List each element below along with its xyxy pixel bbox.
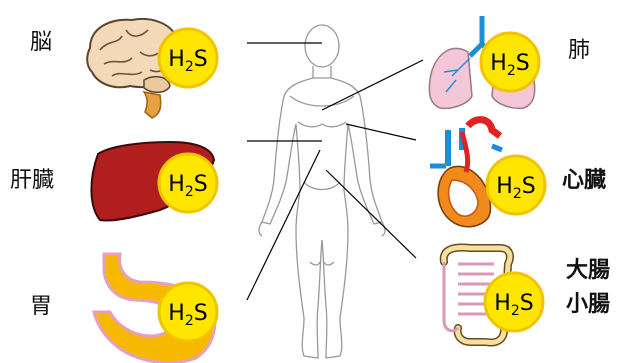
body-hands	[259, 222, 385, 236]
leader-line-stomach	[247, 150, 320, 300]
h2s-badge-intestine: H2S	[485, 273, 543, 331]
stomach-label: 胃	[30, 292, 52, 322]
leader-line-heart	[346, 124, 416, 140]
body-head	[305, 25, 339, 67]
h2s-badge-heart: H2S	[487, 156, 545, 214]
liver-label: 肝臓	[10, 166, 54, 196]
body-right-side	[322, 78, 382, 358]
h2s-badges: H2S H2S H2S H2S H2S H2S	[159, 29, 545, 341]
h2s-badge-liver: H2S	[159, 154, 217, 212]
brain-label: 脳	[30, 28, 52, 58]
intestine-colon-left	[444, 262, 458, 331]
leader-lines	[247, 43, 423, 300]
heart-label: 心臓	[562, 166, 606, 196]
body-left-side	[262, 78, 322, 358]
heart-aorta	[468, 120, 500, 136]
heart-artery	[462, 132, 468, 172]
intestine-label-large: 大腸	[566, 256, 610, 286]
body-collarbone	[290, 96, 354, 106]
h2s-badge-lung: H2S	[481, 33, 539, 91]
human-body-outline	[259, 25, 385, 358]
body-neck	[313, 66, 331, 78]
lung-left	[429, 48, 472, 108]
h2s-badge-brain: H2S	[159, 29, 217, 87]
brain-stem	[144, 92, 161, 118]
leader-line-lung	[322, 60, 423, 110]
intestine-label-small: 小腸	[566, 290, 610, 320]
body-chest	[298, 122, 346, 127]
body-knees	[310, 262, 334, 265]
lung-label: 肺	[568, 36, 590, 66]
body-pelvis	[304, 182, 340, 190]
h2s-badge-stomach: H2S	[159, 283, 217, 341]
